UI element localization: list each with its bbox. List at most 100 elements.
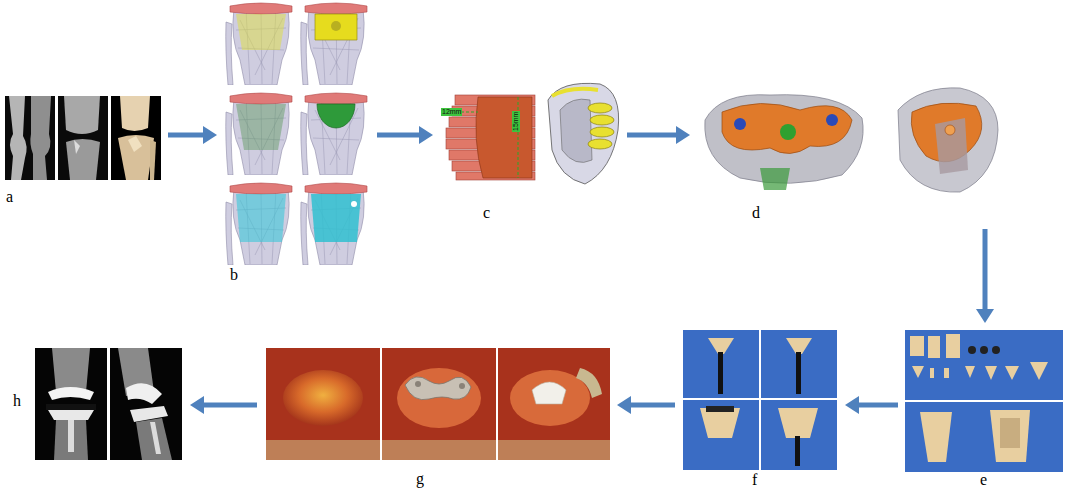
- surgical-photos-part: [532, 382, 566, 404]
- tibia-models-part: [311, 194, 361, 242]
- printed-parts-photo-part: [910, 334, 960, 358]
- ct-scan-images-part: [120, 96, 150, 131]
- arrow-shaft: [983, 229, 988, 311]
- prosthesis-design: [446, 83, 619, 184]
- flow-arrow: [190, 396, 257, 414]
- tibia-models-part: [226, 3, 292, 85]
- panel-letter: g: [416, 470, 424, 488]
- panel-box: e: [903, 328, 1063, 490]
- tibia-models-part: [317, 104, 355, 128]
- arrow-shaft: [857, 403, 898, 408]
- flow-arrow: [377, 126, 433, 144]
- panel-box: f: [680, 328, 840, 490]
- surgical-photos-part: [266, 440, 380, 460]
- ct-scan-images-part: [150, 140, 156, 180]
- prosthesis-design-part: [476, 97, 532, 178]
- arrow-head: [976, 309, 994, 323]
- tibia-models-part: [301, 93, 367, 175]
- ct-scan-images-part: [58, 96, 108, 180]
- panel-box: c: [438, 78, 622, 224]
- arrow-head: [617, 396, 631, 414]
- tibia-models-part: [236, 14, 286, 50]
- printed-parts-photo-part: [1000, 418, 1020, 448]
- panel-box: a: [3, 92, 163, 208]
- panel-letter: d: [752, 204, 760, 222]
- surgical-photos-part: [459, 383, 465, 389]
- printed-parts-photo-part: [992, 346, 1000, 354]
- tibia-models-part-part: [236, 14, 286, 50]
- arrow-head: [419, 126, 433, 144]
- plate-on-bone-part: [898, 88, 998, 192]
- assembled-implants-part: [683, 400, 759, 470]
- surgical-photos: [266, 348, 610, 460]
- panel-box: d: [695, 82, 1002, 224]
- postop-xrays-part: [48, 387, 94, 400]
- panel-box: g: [262, 345, 612, 490]
- assembled-implants-part: [708, 338, 734, 354]
- postop-xrays: [35, 348, 182, 460]
- plate-on-bone-part: [945, 125, 955, 135]
- panel-box: b: [222, 0, 372, 286]
- panel-letter: a: [6, 188, 13, 206]
- ct-scan-images-part: [74, 140, 80, 154]
- tibia-models-part: [236, 104, 286, 150]
- flow-arrow: [627, 126, 690, 144]
- plate-on-bone-part: [935, 118, 968, 174]
- assembled-implants-part: [761, 330, 837, 398]
- tibia-models-part-part: [311, 194, 361, 242]
- arrow-head: [676, 126, 690, 144]
- dimension-label: 12mm: [441, 108, 462, 116]
- surgical-photos-part: [382, 440, 496, 460]
- ct-scan-images-part: [9, 96, 27, 180]
- surgical-photos-part: [405, 377, 471, 400]
- tibia-models-part-part: [236, 104, 286, 150]
- postop-xrays-part: [52, 348, 90, 392]
- plate-on-bone-part: [734, 118, 746, 130]
- ct-scan-images-part: [111, 96, 161, 180]
- postop-xrays-part: [126, 383, 162, 404]
- surgical-photos-part: [397, 368, 481, 428]
- surgical-photos-part: [266, 348, 380, 460]
- assembled-implants-part: [761, 400, 837, 470]
- prosthesis-design-part: [588, 103, 612, 113]
- arrow-shaft: [629, 403, 675, 408]
- arrow-head: [845, 396, 859, 414]
- prosthesis-design-part: [548, 83, 619, 184]
- printed-parts-photo-part: [920, 412, 952, 462]
- surgical-photos-part: [576, 368, 602, 398]
- assembled-implants-part: [786, 338, 812, 354]
- ct-scan-images-part: [64, 96, 100, 134]
- arrow-shaft: [168, 133, 205, 138]
- prosthesis-design-part: [518, 97, 519, 178]
- assembled-implants-part: [778, 408, 818, 438]
- flow-arrow: [845, 396, 898, 414]
- flow-arrow: [617, 396, 675, 414]
- assembled-implants-part: [796, 352, 801, 394]
- assembled-implants-part: [795, 436, 800, 466]
- prosthesis-design-part: [590, 127, 614, 137]
- printed-parts-photo-part: [912, 362, 1048, 380]
- assembled-implants-part: [718, 352, 723, 394]
- printed-parts-photo-part: [905, 400, 1063, 402]
- postop-xrays-part: [110, 348, 182, 460]
- assembled-implants-part: [700, 408, 740, 438]
- printed-parts-photo-part: [905, 330, 1063, 472]
- tibia-models-part: [226, 183, 292, 265]
- panel-letter: e: [980, 471, 987, 489]
- tibia-models-part: [236, 194, 286, 242]
- tibia-models-part: [315, 14, 357, 40]
- flow-arrow: [976, 229, 994, 323]
- surgical-photos-part: [382, 348, 496, 460]
- printed-parts-photo-part: [980, 346, 988, 354]
- ct-scan-images-part: [30, 96, 51, 180]
- postop-xrays-part: [54, 420, 88, 460]
- prosthesis-design-part: [560, 99, 592, 162]
- prosthesis-design-part: [552, 89, 598, 96]
- ct-scan-images-part: [66, 139, 100, 180]
- postop-xrays-part: [136, 418, 172, 460]
- postop-xrays-part: [150, 422, 161, 454]
- tibia-models-part: [301, 183, 367, 265]
- assembled-implants-part: [683, 330, 759, 398]
- plate-on-bone-part: [760, 168, 790, 190]
